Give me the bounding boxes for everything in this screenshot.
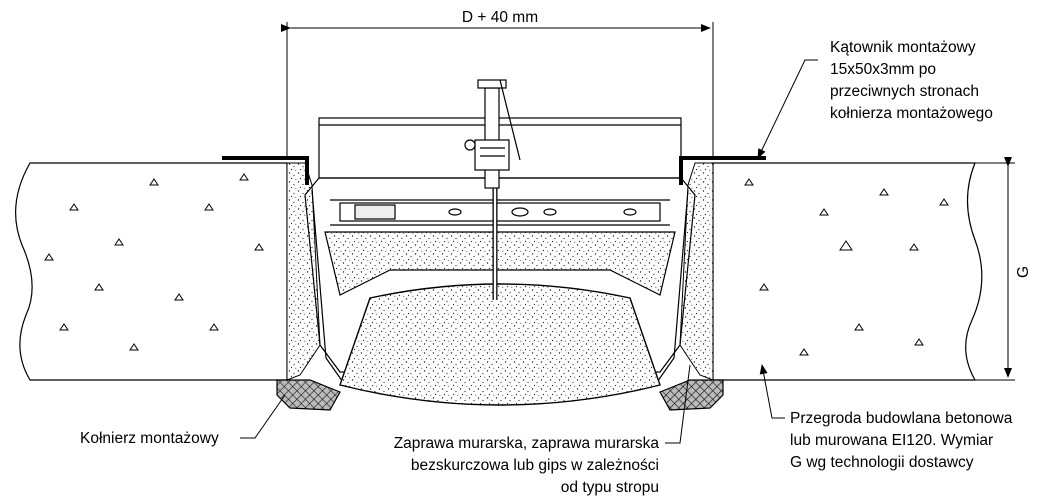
damper-blade — [324, 180, 676, 406]
svg-text:Przegroda budowlana betonowa: Przegroda budowlana betonowa — [790, 410, 1013, 427]
partition-callout: Przegroda budowlana betonowa lub murowan… — [790, 410, 1013, 471]
svg-text:kołnierza montażowego: kołnierza montażowego — [830, 105, 993, 122]
left-concrete-slab — [15, 162, 288, 381]
width-dimension — [281, 22, 714, 160]
height-dimension — [975, 157, 1015, 381]
svg-text:przeciwnych stronach: przeciwnych stronach — [830, 83, 979, 100]
angle-bracket-callout: Kątownik montażowy 15x50x3mm po przeciwn… — [830, 39, 993, 122]
mounting-flange-callout: Kołnierz montażowy — [80, 430, 219, 447]
svg-text:lub murowana EI120. Wymiar: lub murowana EI120. Wymiar — [790, 432, 993, 449]
height-dimension-label: G — [1015, 266, 1032, 278]
angle-brackets — [222, 156, 766, 185]
svg-text:bezskurczowa lub gips w zależn: bezskurczowa lub gips w zależności — [411, 457, 659, 474]
mounting-flange-leader — [240, 394, 286, 439]
mortar-callout: Zaprawa murarska, zaprawa murarska bezsk… — [394, 435, 660, 496]
right-concrete-slab — [712, 162, 983, 381]
actuator-mechanism — [464, 79, 521, 189]
svg-text:G wg technologii dostawcy: G wg technologii dostawcy — [790, 454, 974, 471]
mortar-leader — [665, 364, 691, 444]
width-dimension-label: D + 40 mm — [462, 9, 538, 26]
mounting-flange — [276, 379, 724, 411]
svg-text:Zaprawa murarska, zaprawa mura: Zaprawa murarska, zaprawa murarska — [394, 435, 660, 452]
svg-text:15x50x3mm po: 15x50x3mm po — [830, 61, 936, 78]
svg-text:Kątownik montażowy: Kątownik montażowy — [830, 39, 976, 56]
angle-bracket-leader — [757, 59, 818, 159]
svg-text:od typu stropu: od typu stropu — [561, 479, 659, 496]
partition-leader — [759, 364, 785, 419]
